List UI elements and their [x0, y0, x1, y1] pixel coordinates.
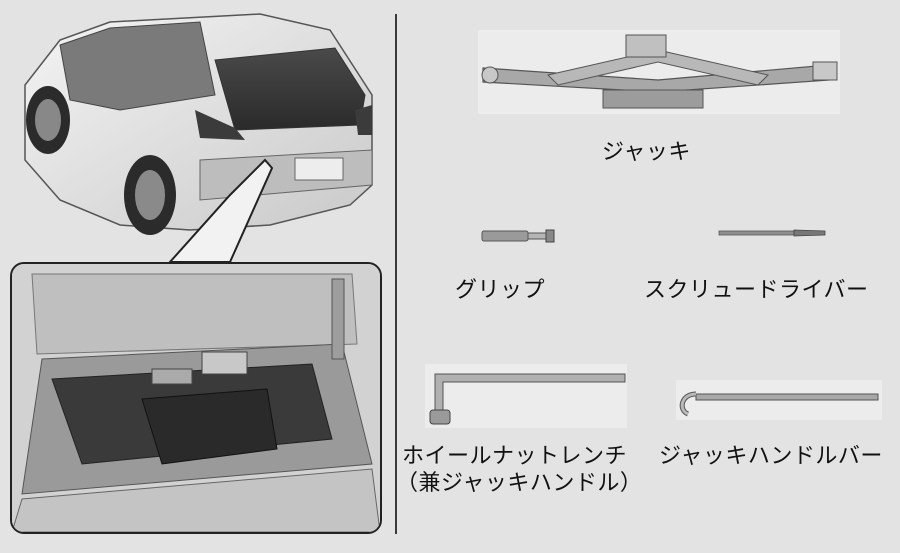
wheel-nut-wrench-image: [425, 364, 627, 428]
jack-label: ジャッキ: [602, 140, 691, 165]
grip-icon: [481, 229, 555, 243]
screwdriver-image: [717, 225, 829, 239]
vehicle-illustration: [0, 0, 394, 549]
vertical-divider: [395, 14, 397, 534]
vehicle-rear-view: [24, 13, 373, 263]
wrench-label-line1: ホイールナットレンチ: [402, 444, 628, 469]
wrench-label-line2: （兼ジャッキハンドル）: [396, 471, 643, 496]
cargo-area-inset: [10, 262, 382, 534]
screwdriver-icon: [718, 229, 826, 237]
cargo-compartment-drawing: [12, 264, 380, 532]
jack-handle-bar-label: ジャッキハンドルバー: [659, 444, 883, 469]
screwdriver-label: スクリュードライバー: [644, 278, 869, 303]
grip-label: グリップ: [455, 278, 546, 303]
jack-image: [478, 30, 840, 114]
jack-icon: [481, 34, 838, 109]
handle-bar-icon: [679, 391, 879, 417]
grip-image: [480, 227, 558, 245]
jack-handle-bar-image: [676, 380, 882, 420]
wrench-icon: [429, 373, 626, 425]
